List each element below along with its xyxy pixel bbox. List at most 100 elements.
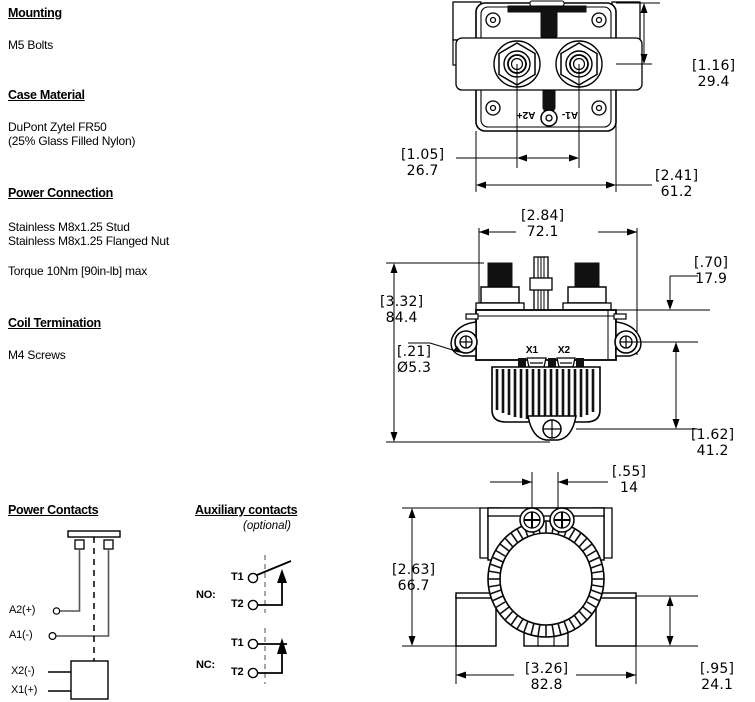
spec-section-coil-termination: Coil Termination (8, 316, 101, 330)
dim-top-width-inch: [2.41] (655, 168, 699, 184)
no-terminal-t2 (247, 599, 259, 611)
dim-stud-pitch-inch: [1.05] (401, 147, 445, 163)
front-view-label-x2: X2 (558, 345, 571, 356)
dim-top-height-mm: 29.4 (697, 74, 730, 90)
no-terminal-t1 (247, 572, 259, 584)
spec-line-m4-screws: M4 Screws (8, 348, 66, 362)
label-x1-plus: X1(+) (11, 684, 38, 696)
contact-square-left (74, 539, 85, 550)
dim-bottom-height: [2.63] 66.7 (392, 562, 435, 594)
no-blade (256, 560, 292, 576)
dim-bottom-width-mm: 82.8 (530, 677, 563, 693)
spec-line-zytel: DuPont Zytel FR50 (8, 120, 107, 134)
spec-body-case-material: DuPont Zytel FR50 (25% Glass Filled Nylo… (8, 120, 135, 148)
nc-arrow-head (277, 638, 287, 654)
contact-square-right (103, 539, 114, 550)
spec-heading-case-material: Case Material (8, 88, 85, 102)
coil-box (70, 660, 109, 700)
bottom-view-drawing (380, 462, 755, 702)
lead-a2 (60, 549, 81, 612)
no-t1-label: T1 (231, 571, 244, 583)
dim-front-height: [3.32] 84.4 (380, 294, 423, 326)
lead-a1 (56, 549, 110, 637)
dim-line-top-height (616, 2, 660, 65)
nc-t1-label: T1 (231, 637, 244, 649)
nc-contact-symbol (195, 628, 345, 690)
top-view-label-a1: A1- (562, 109, 578, 120)
dim-front-width-mm: 72.1 (526, 224, 559, 240)
top-view-label-a2: A2+ (517, 109, 536, 120)
spec-section-power-connection: Power Connection (8, 186, 113, 200)
label-a1-minus: A1(-) (9, 629, 33, 641)
dim-line-bottom-height (402, 507, 484, 647)
dim-line-overall-width (475, 90, 652, 192)
dim-slot-width: [.55] 14 (612, 464, 646, 496)
power-contacts-title: Power Contacts (8, 503, 99, 517)
no-contact-symbol (195, 553, 345, 615)
dim-base-height-inch: [.95] (700, 661, 735, 677)
nc-terminal-t2 (247, 667, 259, 679)
nc-label: NC: (196, 659, 215, 671)
aux-contacts-section: Auxiliary contacts (optional) NO: T1 T2 (195, 503, 375, 702)
dim-bottom-height-inch: [2.63] (392, 562, 436, 578)
no-arrow-stem (258, 581, 283, 606)
no-arrow-head (277, 569, 287, 583)
dim-stud-pitch: [1.05] 26.7 (401, 147, 444, 179)
spec-line-stud: Stainless M8x1.25 Stud (8, 220, 130, 234)
spec-line-torque: Torque 10Nm [90in-lb] max (8, 264, 148, 278)
spec-heading-power-connection: Power Connection (8, 186, 113, 200)
dim-line-base-height (636, 595, 698, 647)
dim-base-height: [.95] 24.1 (700, 661, 734, 693)
dim-base-height-mm: 24.1 (701, 677, 734, 693)
dim-front-bottom-mm: 41.2 (696, 443, 729, 459)
spec-body-mounting: M5 Bolts (8, 38, 53, 52)
dim-bottom-width-inch: [3.26] (525, 661, 569, 677)
dim-line-front-height (386, 262, 550, 443)
dim-top-width: [2.41] 61.2 (655, 168, 698, 200)
aux-contacts-subtitle: (optional) (243, 520, 291, 532)
dim-front-height-inch: [3.32] (380, 294, 424, 310)
power-contacts-section: Power Contacts A2(+) A1(-) X2(-) X1(+) (8, 503, 188, 702)
dim-stud-pitch-mm: 26.7 (406, 163, 439, 179)
nc-t2-label: T2 (231, 666, 244, 678)
top-view-drawing: A2+ A1- (380, 0, 755, 205)
front-view-drawing: X1 X2 (380, 210, 755, 460)
dim-front-top-inch: [.70] (694, 255, 729, 271)
dim-bottom-width: [3.26] 82.8 (525, 661, 568, 693)
dim-top-height: [1.16] 29.4 (692, 58, 735, 90)
spec-line-flanged-nut: Stainless M8x1.25 Flanged Nut (8, 234, 169, 248)
spec-line-glass-filled: (25% Glass Filled Nylon) (8, 134, 136, 148)
dim-front-width: [2.84] 72.1 (521, 208, 564, 240)
dim-top-height-inch: [1.16] (692, 58, 736, 74)
front-view-label-x1: X1 (526, 345, 539, 356)
dim-front-top-mm: 17.9 (695, 271, 728, 287)
dim-slot-width-inch: [.55] (612, 464, 647, 480)
spec-body-torque: Torque 10Nm [90in-lb] max (8, 264, 147, 278)
dim-slot-width-mm: 14 (619, 480, 639, 496)
spec-heading-coil-termination: Coil Termination (8, 316, 101, 330)
dim-front-bottom-offset: [1.62] 41.2 (691, 427, 734, 459)
terminal-node-a1 (48, 631, 57, 640)
spec-section-mounting: Mounting (8, 6, 62, 20)
dim-hole-diameter: [.21] Ø5.3 (397, 344, 431, 376)
dim-front-height-mm: 84.4 (385, 310, 418, 326)
dim-top-width-mm: 61.2 (660, 184, 693, 200)
label-a2-plus: A2(+) (9, 604, 36, 616)
power-contacts-schematic (8, 525, 188, 700)
dim-front-top-offset: [.70] 17.9 (694, 255, 728, 287)
spec-body-power-connection: Stainless M8x1.25 Stud Stainless M8x1.25… (8, 220, 169, 248)
dim-hole-inch: [.21] (397, 344, 432, 360)
aux-contacts-title: Auxiliary contacts (195, 503, 298, 517)
terminal-node-a2 (52, 607, 61, 615)
dim-hole-mm: Ø5.3 (397, 360, 432, 376)
spec-line-m5-bolts: M5 Bolts (8, 38, 54, 52)
dim-line-slot-width (490, 472, 608, 512)
spec-body-coil-termination: M4 Screws (8, 348, 66, 362)
nc-arrow-stem (258, 652, 283, 674)
spec-section-case-material: Case Material (8, 88, 85, 102)
no-t2-label: T2 (231, 598, 244, 610)
moving-contact-bar (67, 530, 121, 538)
no-label: NO: (196, 589, 216, 601)
dim-front-width-inch: [2.84] (521, 208, 565, 224)
label-x2-minus: X2(-) (11, 665, 35, 677)
